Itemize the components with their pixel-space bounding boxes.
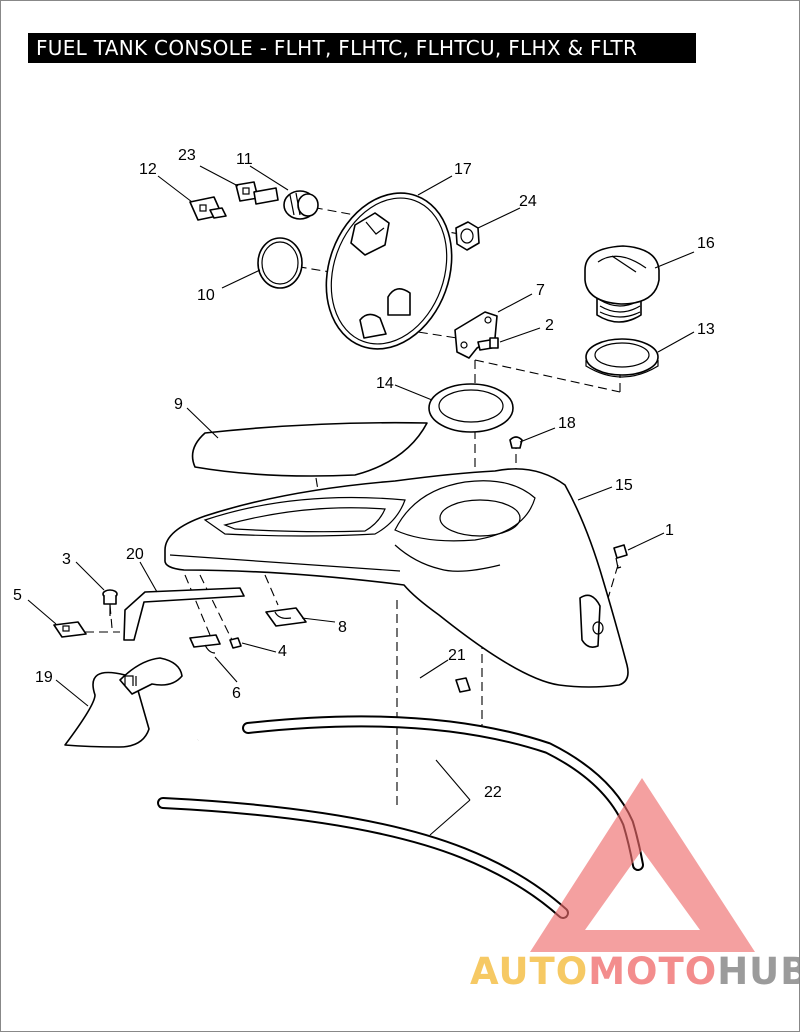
part-3-bolt: [102, 589, 118, 616]
callout-9: 9: [174, 396, 183, 413]
watermark-hub: HUB: [717, 950, 800, 993]
callout-2: 2: [545, 317, 554, 334]
part-16-fuel-cap: [584, 245, 660, 323]
callout-12: 12: [139, 161, 157, 178]
callout-16: 16: [697, 235, 715, 252]
callout-14: 14: [376, 375, 394, 392]
part-12-bracket: [189, 196, 227, 221]
watermark-text: AUTOMOTOHUB: [470, 950, 800, 993]
callout-7: 7: [536, 282, 545, 299]
leader-lines: [27, 165, 695, 836]
part-21-cable: [197, 677, 471, 742]
callout-15: 15: [615, 477, 633, 494]
callout-13: 13: [697, 321, 715, 338]
callout-1: 1: [665, 522, 674, 539]
part-15-console-body: [164, 468, 629, 688]
callout-3: 3: [62, 551, 71, 568]
callout-23: 23: [178, 147, 196, 164]
part-22-trim-strips: [157, 715, 644, 919]
callout-20: 20: [126, 546, 144, 563]
part-24-nut: [455, 221, 480, 251]
callout-24: 24: [519, 193, 537, 210]
callout-18: 18: [558, 415, 576, 432]
callout-5: 5: [13, 587, 22, 604]
part-6-clip: [189, 634, 221, 654]
part-17-door-plate: [325, 192, 453, 350]
watermark-auto: AUTO: [470, 950, 588, 993]
callout-10: 10: [197, 287, 215, 304]
callout-21: 21: [448, 647, 466, 664]
part-11-lock-cylinder: [253, 187, 319, 220]
watermark-logo: AUTOMOTOHUB: [470, 778, 800, 993]
callout-19: 19: [35, 669, 53, 686]
callout-numbers: 1 2 3 4 5 6 7 8 9 10 11 12 13 14 15 16 1…: [13, 147, 715, 801]
callout-17: 17: [454, 161, 472, 178]
part-7-hinge-bracket: [454, 311, 498, 359]
callout-8: 8: [338, 619, 347, 636]
callout-4: 4: [278, 643, 287, 660]
part-2-screw: [477, 337, 499, 351]
part-20-bracket: [123, 587, 245, 641]
part-10-o-ring: [257, 237, 303, 289]
watermark-moto: MOTO: [588, 950, 717, 993]
callout-11: 11: [236, 151, 253, 168]
diagram-title: FUEL TANK CONSOLE - FLHT, FLHTC, FLHTCU,…: [28, 33, 696, 63]
part-9-cover-pad: [191, 421, 428, 477]
part-14-filler-ring: [428, 383, 514, 433]
part-1-screw: [613, 544, 628, 569]
part-18-plug: [509, 436, 523, 449]
watermark-triangle: [530, 778, 755, 952]
part-19-latch: [64, 657, 183, 748]
part-5-clip-nut: [53, 621, 87, 638]
callout-6: 6: [232, 685, 241, 702]
part-13-gasket: [585, 338, 659, 378]
part-4-screw: [229, 637, 242, 649]
callout-22: 22: [484, 784, 502, 801]
part-8-clip: [265, 607, 307, 627]
